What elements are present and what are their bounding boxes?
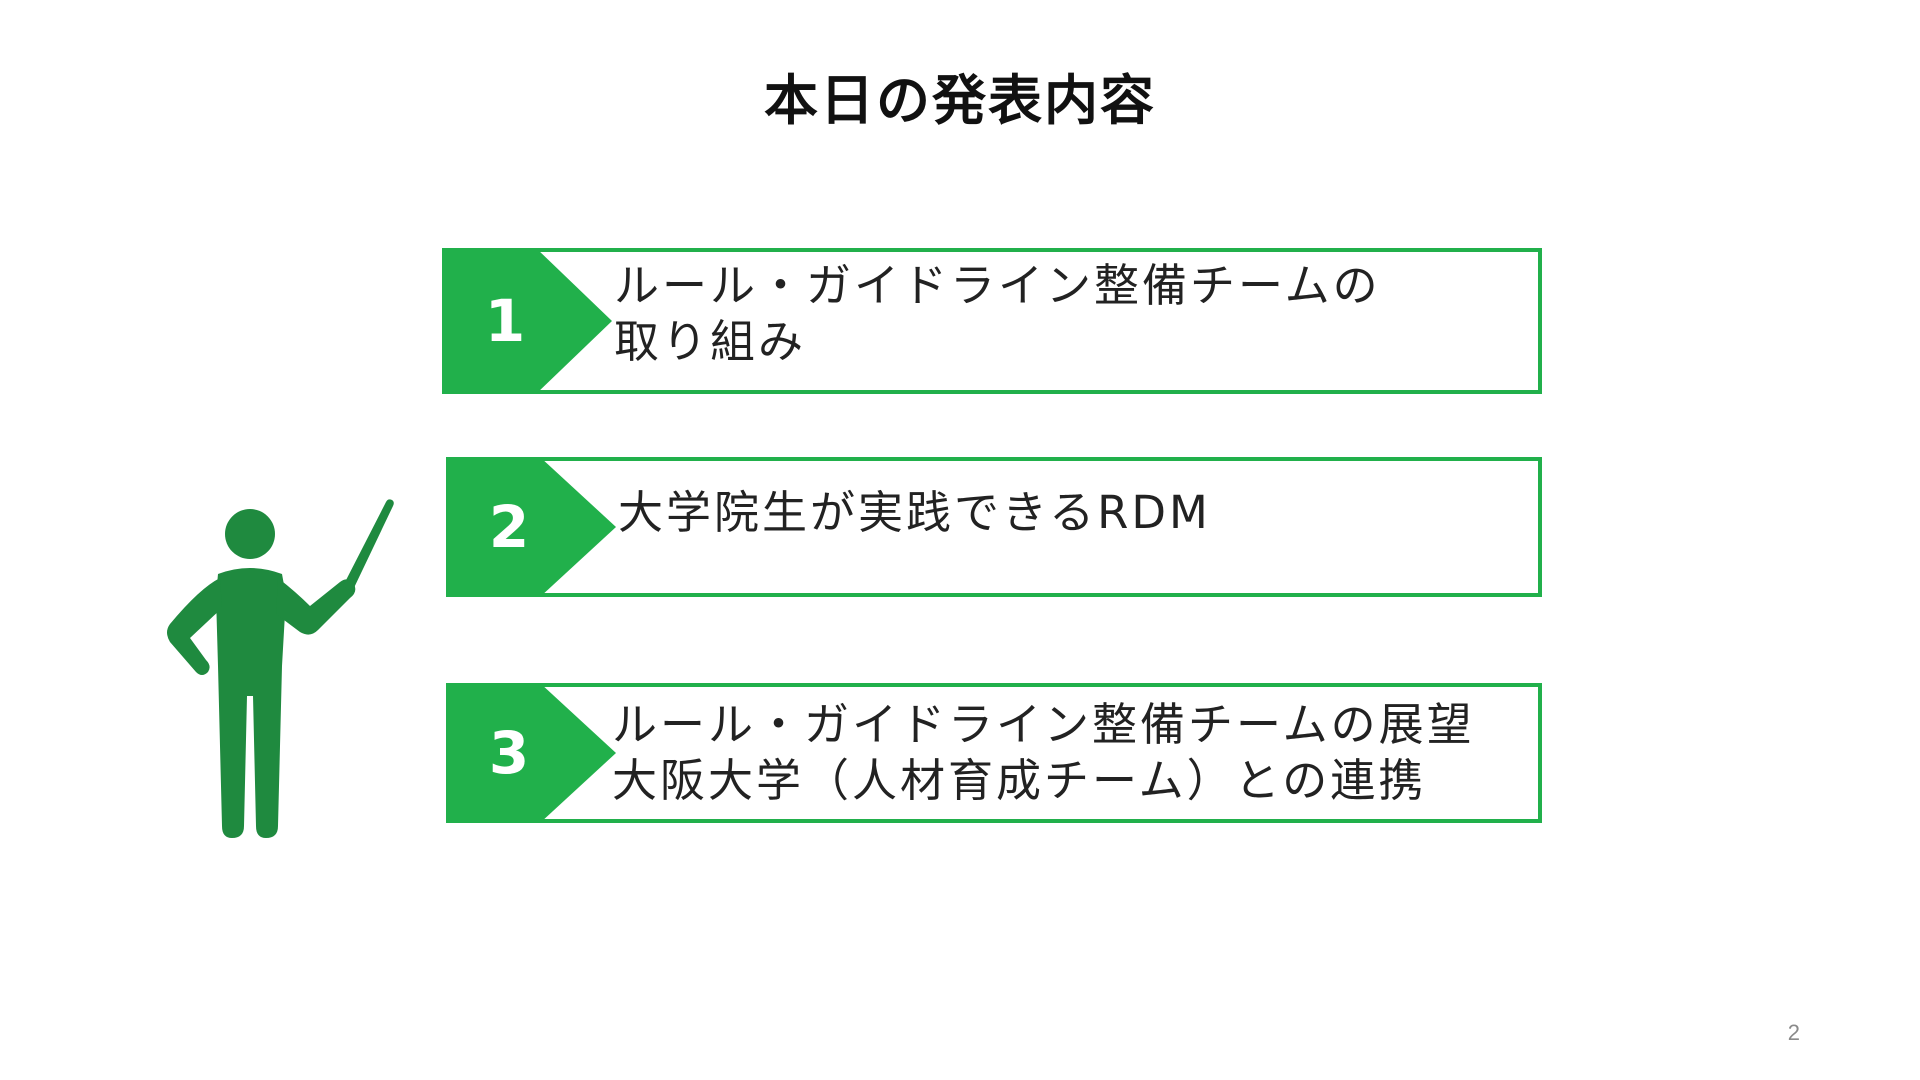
agenda-text-line: ルール・ガイドライン整備チームの展望 — [612, 698, 1475, 751]
agenda-text: ルール・ガイドライン整備チームの展望 大阪大学（人材育成チーム）との連携 — [612, 687, 1518, 819]
agenda-text-line: 大阪大学（人材育成チーム）との連携 — [612, 754, 1427, 807]
agenda-text-line: 大学院生が実践できるRDM — [618, 486, 1211, 539]
agenda-item-3: 3 ルール・ガイドライン整備チームの展望 大阪大学（人材育成チーム）との連携 — [446, 683, 1542, 823]
agenda-text-line: 取り組み — [614, 315, 807, 368]
agenda-number: 2 — [488, 493, 530, 561]
agenda-text: 大学院生が実践できるRDM — [618, 461, 1518, 593]
slide-title: 本日の発表内容 — [764, 69, 1156, 132]
agenda-text: ルール・ガイドライン整備チームの 取り組み — [614, 252, 1518, 390]
page-number: 2 — [1787, 1020, 1800, 1045]
agenda-item-1: 1 ルール・ガイドライン整備チームの 取り組み — [442, 248, 1542, 394]
agenda-number: 3 — [488, 719, 530, 787]
chevron-arrow-icon — [442, 248, 612, 394]
agenda-number: 1 — [484, 287, 526, 355]
presenter-with-pointer-icon — [167, 499, 394, 838]
agenda-item-2: 2 大学院生が実践できるRDM — [446, 457, 1542, 597]
agenda-text-line: ルール・ガイドライン整備チームの — [614, 259, 1381, 312]
chevron-arrow-icon — [446, 457, 616, 597]
chevron-arrow-icon — [446, 683, 616, 823]
